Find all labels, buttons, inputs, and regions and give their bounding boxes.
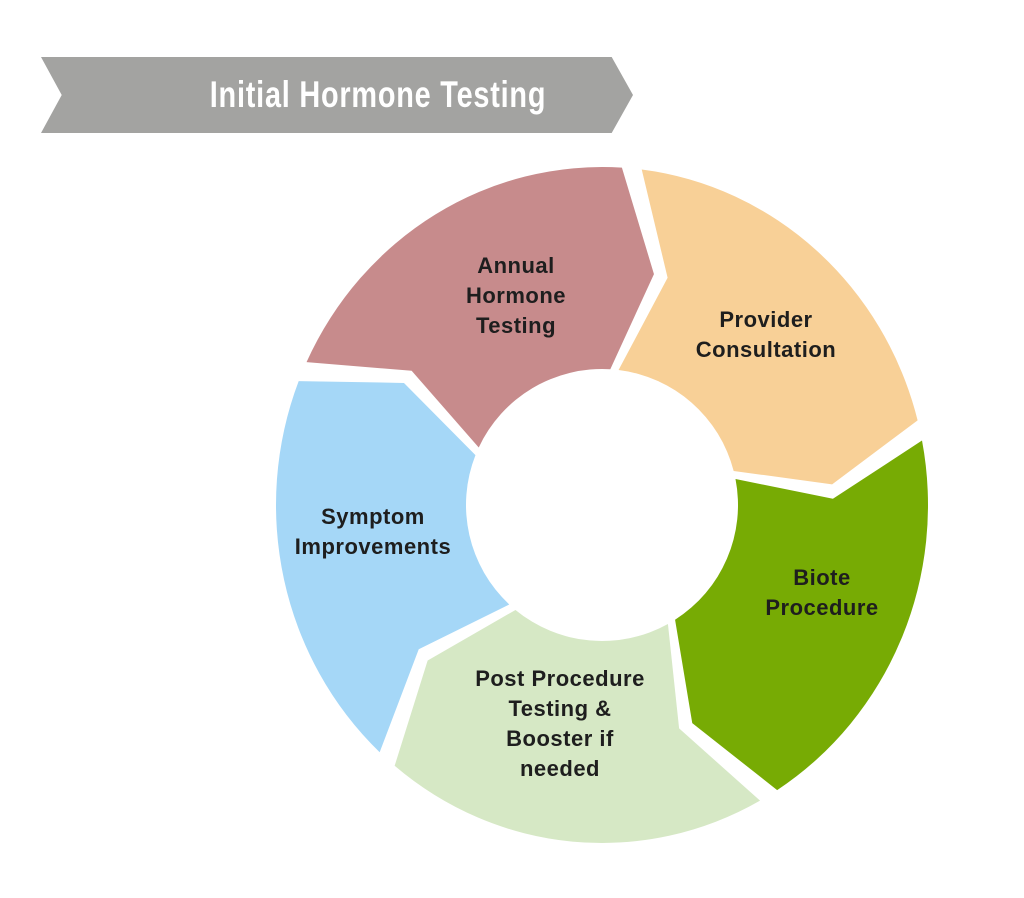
cycle-segment-arrow-post-procedure-testing-booster-if-needed	[394, 609, 761, 843]
cycle-segment-arrow-annual-hormone-testing	[306, 166, 654, 448]
cycle-segment-arrow-biote-procedure	[675, 440, 928, 791]
cycle-segment-arrow-symptom-improvements	[275, 381, 510, 753]
title-banner-ribbon: Initial Hormone Testing	[41, 57, 633, 133]
title-banner-label: Initial Hormone Testing	[209, 74, 547, 115]
cycle-segment-arrow-provider-consultation	[618, 169, 918, 485]
